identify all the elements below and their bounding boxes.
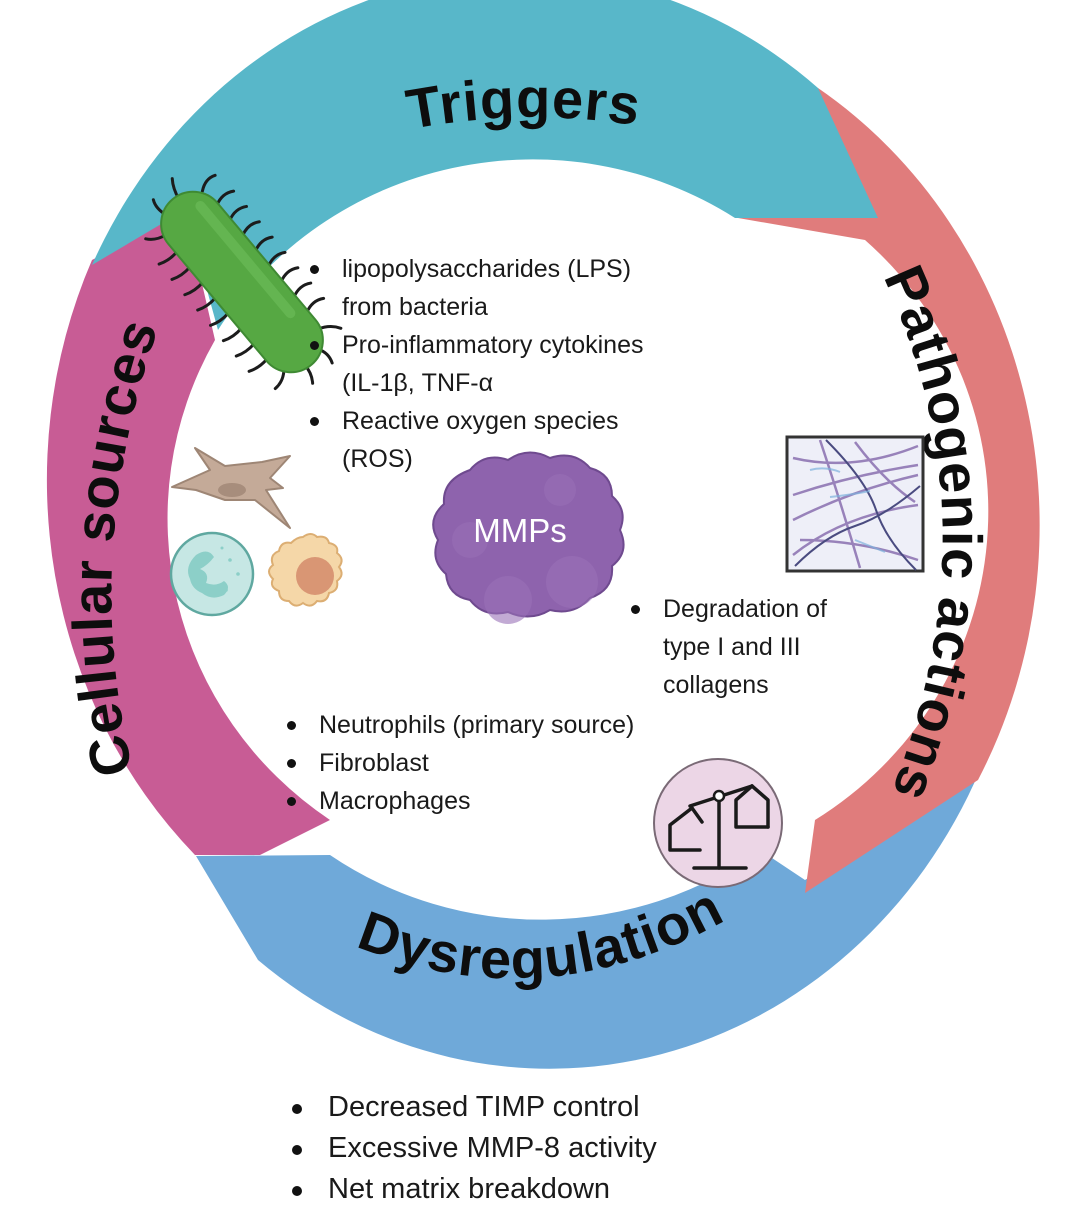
list-item: Excessive MMP-8 activity	[282, 1128, 657, 1169]
triggers-list: lipopolysaccharides (LPS)from bacteria P…	[302, 250, 643, 478]
triggers-label: Triggers	[402, 66, 645, 141]
cellular-sources-list: Neutrophils (primary source) Fibroblast …	[279, 706, 634, 820]
bacterium-icon	[144, 173, 343, 391]
dysregulation-arrow	[196, 770, 980, 1069]
mmp-enzyme-icon	[432, 451, 625, 624]
cellular-sources-arrow	[46, 210, 330, 855]
bullet	[292, 1104, 302, 1114]
bullet	[292, 1145, 302, 1155]
list-item: Decreased TIMP control	[282, 1087, 657, 1128]
bullet	[287, 721, 296, 730]
fibroblast-icon	[171, 447, 291, 529]
list-item: Pro-inflammatory cytokines(IL-1β, TNF-α	[302, 326, 643, 402]
bullet	[292, 1186, 302, 1196]
pathogenic-actions-arrow	[738, 88, 1040, 893]
mmp-label: MMPs	[473, 512, 567, 549]
bullet	[287, 759, 296, 768]
collagen-fibers-icon	[785, 435, 925, 573]
macrophage-icon	[268, 533, 343, 607]
balance-scale-icon	[653, 758, 783, 888]
list-item: Neutrophils (primary source)	[279, 706, 634, 744]
list-item: lipopolysaccharides (LPS)from bacteria	[302, 250, 643, 326]
list-item: Macrophages	[279, 782, 634, 820]
dysregulation-list: Decreased TIMP control Excessive MMP-8 a…	[282, 1087, 657, 1210]
bullet	[310, 265, 319, 274]
list-item: Net matrix breakdown	[282, 1169, 657, 1210]
list-item: Fibroblast	[279, 744, 634, 782]
bullet	[287, 797, 296, 806]
bullet	[631, 605, 640, 614]
bullet	[310, 417, 319, 426]
list-item: Reactive oxygen species(ROS)	[302, 402, 643, 478]
triggers-arrow	[92, 0, 878, 330]
neutrophil-icon	[169, 531, 255, 617]
bullet	[310, 341, 319, 350]
